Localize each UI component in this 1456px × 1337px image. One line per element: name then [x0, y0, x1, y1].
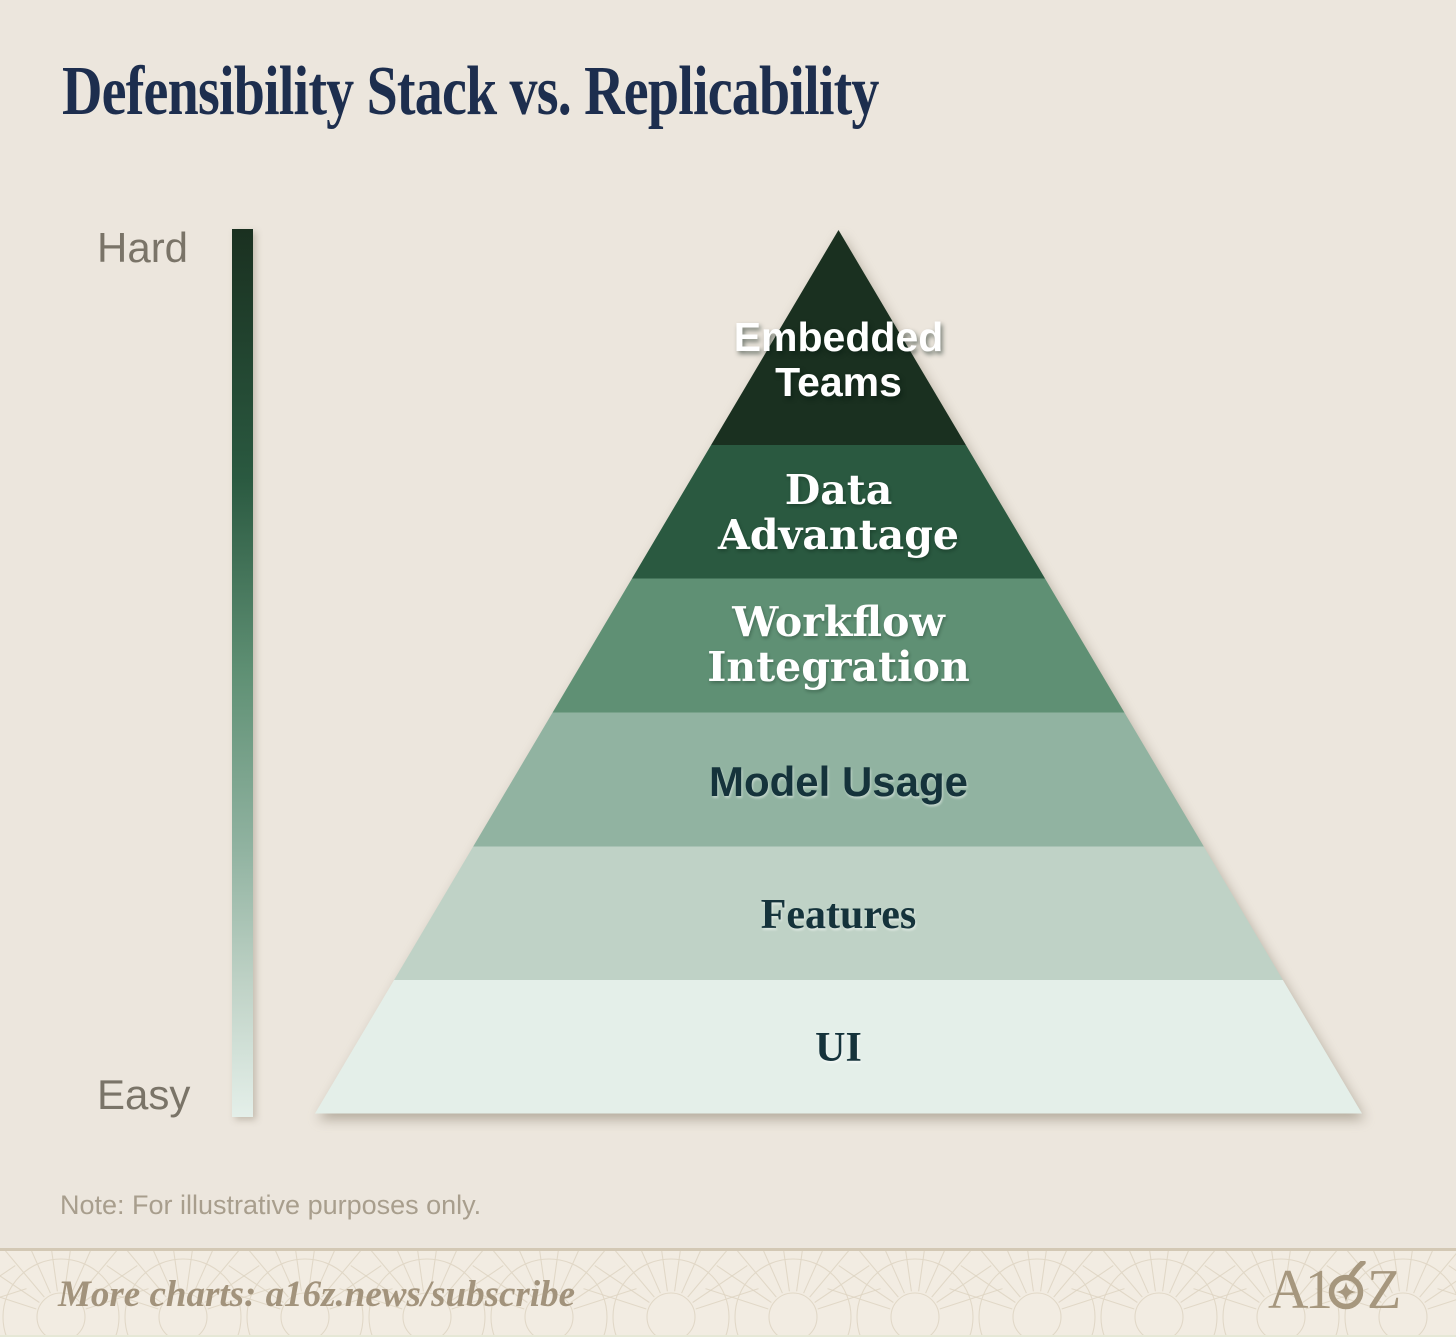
svg-text:Z: Z	[1367, 1261, 1401, 1321]
pyramid-label-data-advantage: Data Advantage	[718, 466, 959, 559]
footer: More charts: a16z.news/subscribe A 1 Z	[0, 1251, 1456, 1337]
pyramid-label-embedded-teams: Embedded Teams	[733, 314, 944, 405]
scale-label-hard: Hard	[97, 224, 189, 271]
pyramid-label-model-usage: Model Usage	[708, 758, 969, 805]
scale-label-easy: Easy	[97, 1071, 191, 1118]
pyramid-band-workflow-integration	[552, 578, 1125, 713]
note-text: Note: For illustrative purposes only.	[60, 1190, 482, 1220]
footer-divider	[0, 1248, 1456, 1251]
pyramid-label-workflow-integration: Workflow Integration	[707, 598, 970, 691]
svg-text:1: 1	[1305, 1261, 1333, 1321]
art-deco-fan-pattern	[0, 1251, 1456, 1337]
more-charts-text: More charts: a16z.news/subscribe	[58, 1274, 576, 1315]
page-title: Defensibility Stack vs. Replicability	[62, 53, 879, 130]
a16z-logo-icon: A 1 Z	[1268, 1261, 1401, 1321]
svg-text:A: A	[1268, 1261, 1309, 1321]
pyramid-band-features	[394, 846, 1283, 980]
bottom-edge-strip	[0, 1335, 1456, 1337]
pyramid-band-model-usage	[473, 712, 1204, 847]
pyramid-band-embedded-teams	[711, 230, 966, 445]
pyramid-band-ui	[315, 980, 1362, 1114]
difficulty-gradient-bar	[232, 229, 253, 1117]
pyramid-label-ui: UI	[815, 1025, 862, 1071]
pyramid-band-data-advantage	[632, 445, 1045, 579]
pyramid-label-features: Features	[760, 892, 917, 938]
